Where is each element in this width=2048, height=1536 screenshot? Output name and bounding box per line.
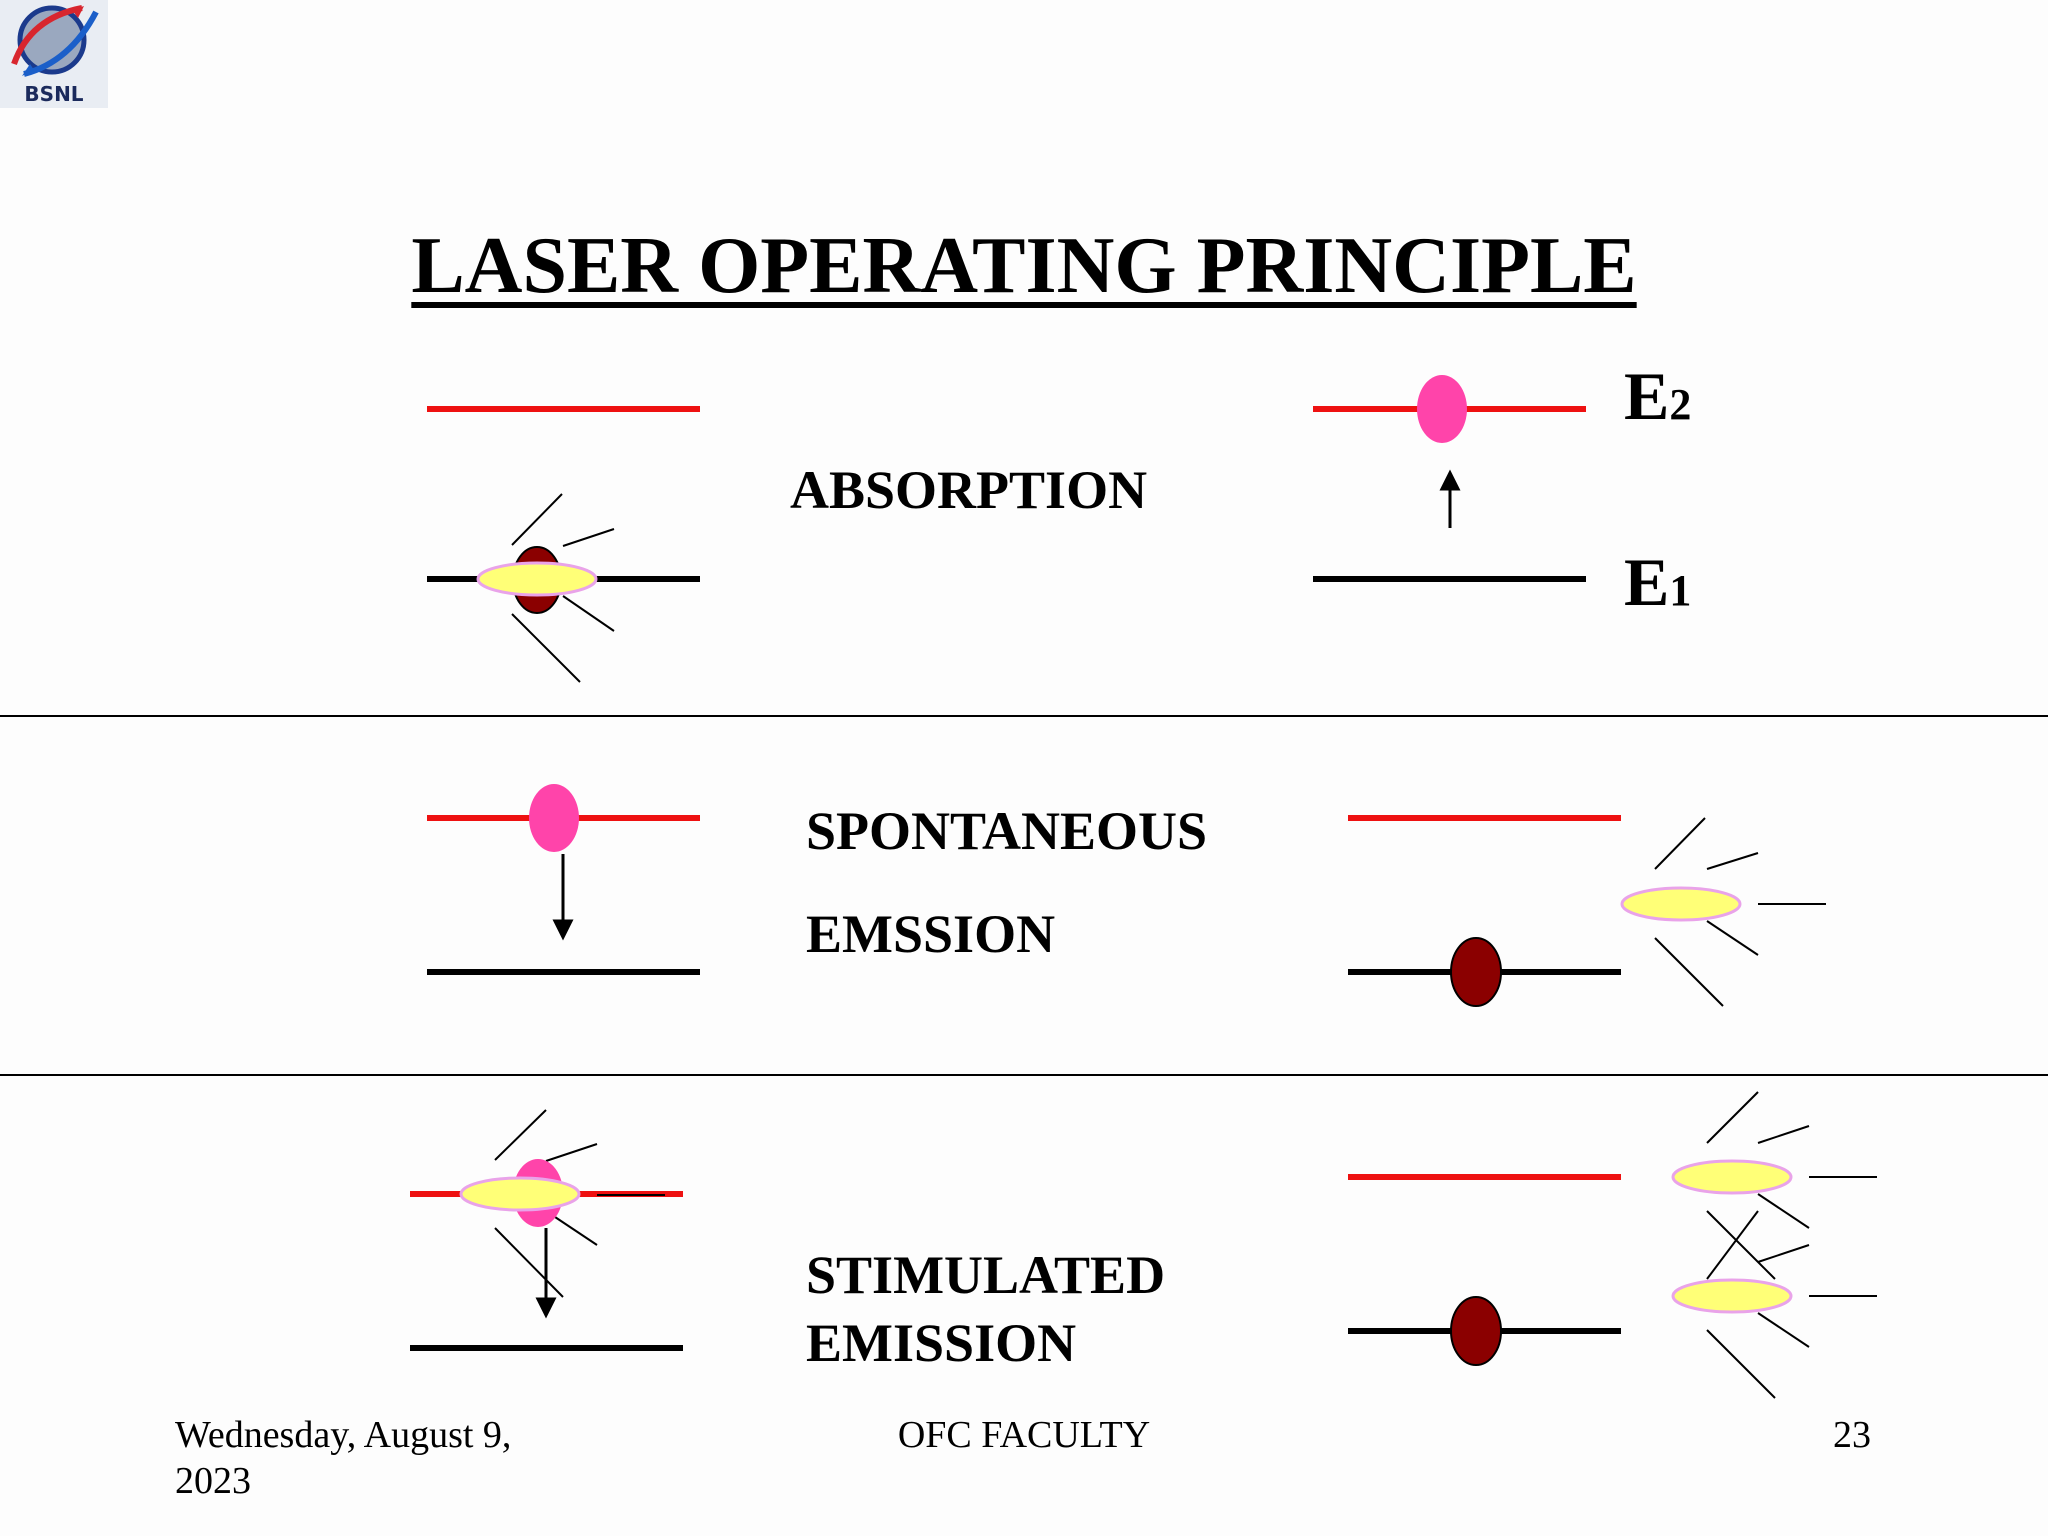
bsnl-emblem-icon xyxy=(11,5,99,77)
emitted-photon-rays xyxy=(1654,817,1826,1007)
bsnl-logo: BSNL xyxy=(0,0,108,108)
logo-text: BSNL xyxy=(24,82,84,106)
incoming-photon-rays xyxy=(511,493,615,683)
excited-atom xyxy=(529,784,579,852)
emitted-photon xyxy=(1620,886,1742,922)
slide-title: LASER OPERATING PRINCIPLE xyxy=(411,222,1637,310)
incoming-photon xyxy=(459,1176,581,1212)
absorption-before xyxy=(427,406,700,683)
emitted-photon-2 xyxy=(1671,1278,1793,1314)
energy-level-e1-label: E1 xyxy=(1624,544,1692,620)
excited-atom xyxy=(1417,375,1467,443)
emitted-photon-1 xyxy=(1671,1159,1793,1195)
spontaneous-before xyxy=(427,784,700,975)
section-divider-2 xyxy=(0,1074,2048,1076)
absorption-after xyxy=(1313,375,1586,582)
footer-center: OFC FACULTY xyxy=(897,1414,1151,1456)
stimulated-after xyxy=(1348,1091,1877,1399)
stimulated-label-line1: STIMULATED xyxy=(806,1245,1166,1305)
stimulated-label-line2: EMISSION xyxy=(806,1313,1077,1373)
energy-level-e2-label: E2 xyxy=(1624,358,1692,434)
footer-page-number: 23 xyxy=(1833,1414,1871,1456)
ground-state-atom xyxy=(1450,1296,1502,1366)
spontaneous-label-line1: SPONTANEOUS xyxy=(806,801,1208,861)
emitted-photon-rays xyxy=(1706,1091,1877,1399)
footer-date: Wednesday, August 9, 2023 xyxy=(175,1414,512,1502)
absorption-label: ABSORPTION xyxy=(790,460,1148,520)
incoming-photon xyxy=(476,561,598,597)
spontaneous-after xyxy=(1348,815,1826,1007)
stimulated-before xyxy=(410,1109,683,1351)
spontaneous-label-line2: EMSSION xyxy=(806,904,1056,964)
section-divider-1 xyxy=(0,715,2048,717)
ground-state-atom xyxy=(1450,937,1502,1007)
